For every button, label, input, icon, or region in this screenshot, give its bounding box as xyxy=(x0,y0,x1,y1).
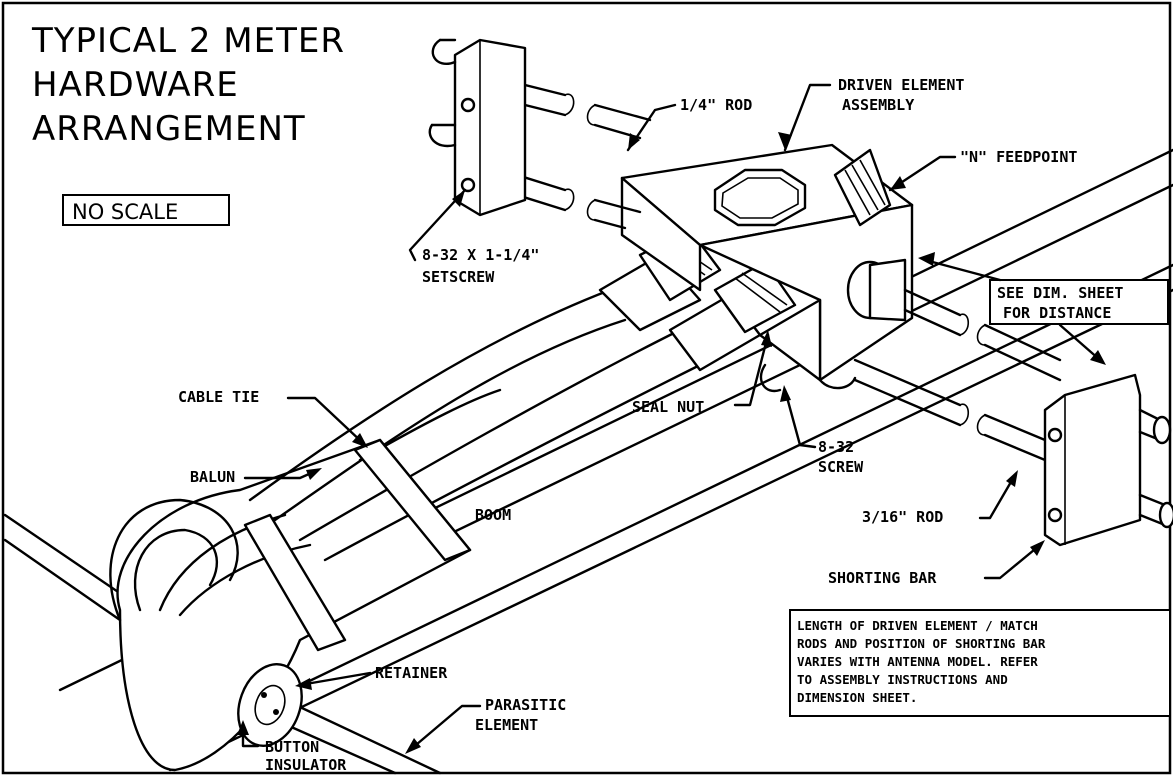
label-3-16-rod: 3/16" ROD xyxy=(862,508,943,526)
label-parasitic: PARASITIC xyxy=(485,696,566,714)
title-line-3: ARRANGEMENT xyxy=(32,109,306,149)
leader-3-16-rod xyxy=(978,473,1017,520)
label-see-dim: SEE DIM. SHEET xyxy=(997,284,1123,302)
leader-seal-nut xyxy=(733,333,770,407)
label-button: BUTTON xyxy=(265,738,319,756)
title-line-1: TYPICAL 2 METER xyxy=(31,21,345,61)
note-box xyxy=(789,609,1171,717)
balun xyxy=(109,288,702,772)
note-line-5: DIMENSION SHEET. xyxy=(797,690,917,705)
label-cable-tie: CABLE TIE xyxy=(178,388,259,406)
leader-driven-element xyxy=(783,83,832,152)
leader-parasitic xyxy=(408,704,482,752)
leader-see-dim-1 xyxy=(923,258,1002,282)
leader-setscrew xyxy=(408,188,467,262)
label-for-distance: FOR DISTANCE xyxy=(1003,304,1111,322)
label-button-insulator: INSULATOR xyxy=(265,756,347,774)
leader-see-dim-2 xyxy=(1058,323,1102,362)
label-seal-nut: SEAL NUT xyxy=(632,398,704,416)
label-quarter-rod: 1/4" ROD xyxy=(680,96,752,114)
title-line-2: HARDWARE xyxy=(32,65,239,105)
see-dim-box xyxy=(989,279,1169,325)
parasitic-element xyxy=(3,513,442,775)
leader-retainer xyxy=(298,671,372,687)
label-screw-size: 8-32 xyxy=(818,438,854,456)
leader-cable-tie xyxy=(286,396,367,447)
label-n-feedpoint: "N" FEEDPOINT xyxy=(960,148,1077,166)
note-line-1: LENGTH OF DRIVEN ELEMENT / MATCH xyxy=(797,618,1038,633)
no-scale-text: NO SCALE xyxy=(72,200,178,224)
leader-n-feedpoint xyxy=(888,155,957,192)
label-balun: BALUN xyxy=(190,468,235,486)
label-retainer: RETAINER xyxy=(375,664,448,682)
label-shorting-bar: SHORTING BAR xyxy=(828,569,937,587)
leader-shorting-bar xyxy=(983,543,1042,580)
driven-element-box xyxy=(620,143,914,393)
no-scale-box xyxy=(62,194,230,226)
note-line-2: RODS AND POSITION OF SHORTING BAR xyxy=(797,636,1046,651)
leader-quarter-rod xyxy=(626,103,677,152)
leader-screw xyxy=(783,388,817,449)
quarter-inch-rods xyxy=(483,78,1062,462)
note-line-3: VARIES WITH ANTENNA MODEL. REFER xyxy=(797,654,1038,669)
label-setscrew-size: 8-32 X 1-1/4" xyxy=(422,246,539,264)
left-block xyxy=(428,38,527,217)
label-boom: BOOM xyxy=(475,506,511,524)
label-screw: SCREW xyxy=(818,458,864,476)
note-line-4: TO ASSEMBLY INSTRUCTIONS AND xyxy=(797,672,1008,687)
label-driven-element-assembly: ASSEMBLY xyxy=(842,96,914,114)
shorting-bar xyxy=(1043,373,1173,547)
label-setscrew: SETSCREW xyxy=(422,268,495,286)
label-parasitic-element: ELEMENT xyxy=(475,716,538,734)
label-driven-element: DRIVEN ELEMENT xyxy=(838,76,964,94)
